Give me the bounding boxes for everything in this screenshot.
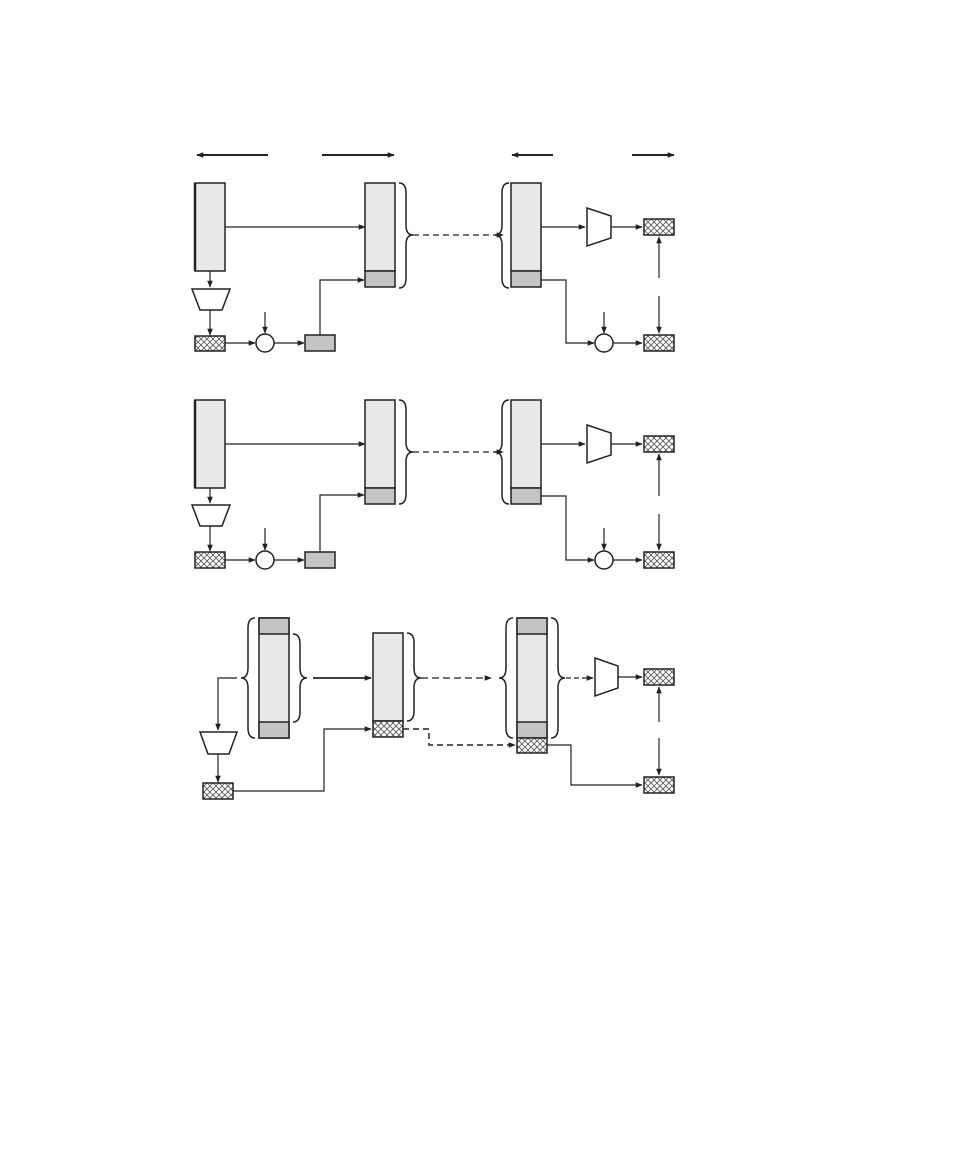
hatched-box-icon	[643, 334, 675, 352]
middle-block	[372, 632, 404, 722]
hatched-box-icon	[202, 782, 234, 800]
dark-box	[304, 551, 336, 569]
panel-a	[190, 182, 675, 353]
hatched-box-icon	[643, 551, 675, 569]
source-block	[194, 399, 226, 489]
brace-icon	[494, 399, 510, 505]
panel-b	[190, 399, 675, 570]
source-block	[258, 617, 290, 739]
circle-node-icon	[255, 550, 275, 570]
hatched-box-icon	[643, 435, 675, 453]
trapezoid-icon	[586, 206, 612, 248]
right-block	[516, 617, 548, 739]
trapezoid-icon	[594, 656, 619, 698]
middle-block	[364, 182, 396, 272]
trapezoid-icon	[190, 288, 232, 311]
brace-icon	[406, 632, 422, 722]
circle-node-icon	[255, 333, 275, 353]
hatched-box-icon	[516, 737, 548, 754]
hatched-box-icon	[372, 720, 404, 738]
brace-icon	[398, 182, 414, 289]
brace-icon	[292, 633, 308, 723]
source-block	[194, 182, 226, 272]
brace-icon	[240, 617, 256, 739]
hatched-box-icon	[643, 218, 675, 236]
trapezoid-icon	[198, 731, 239, 755]
brace-icon	[398, 399, 414, 505]
brace-icon	[550, 617, 566, 739]
trapezoid-icon	[586, 423, 612, 465]
hatched-box-icon	[643, 776, 675, 794]
hatched-box-icon	[194, 335, 226, 352]
right-block	[510, 399, 542, 489]
circle-node-icon	[594, 550, 614, 570]
hatched-box-icon	[643, 668, 675, 686]
brace-icon	[494, 182, 510, 289]
trapezoid-icon	[190, 504, 232, 527]
middle-block	[364, 399, 396, 489]
right-block	[510, 182, 542, 272]
hatched-box-icon	[194, 551, 226, 569]
circle-node-icon	[594, 333, 614, 353]
dark-box	[304, 334, 336, 352]
panel-c	[198, 617, 675, 800]
brace-icon	[498, 617, 514, 739]
